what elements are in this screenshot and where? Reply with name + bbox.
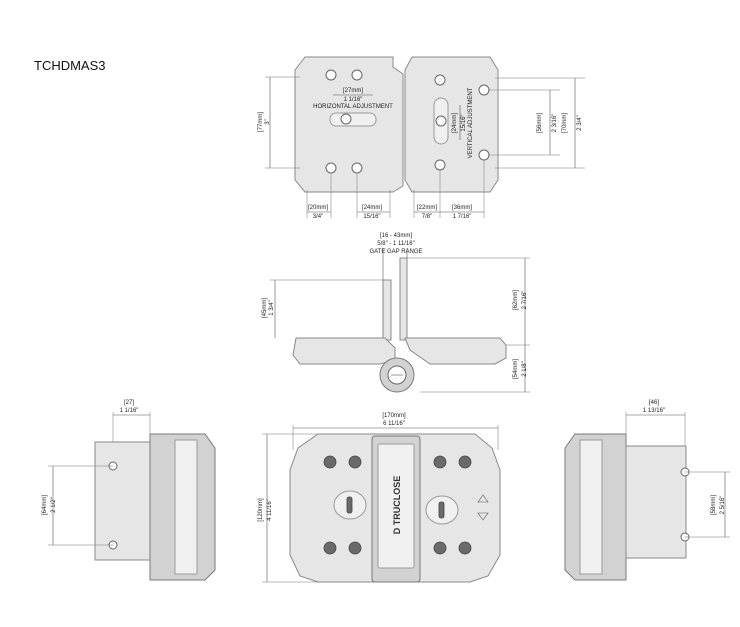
- vertical-adjustment-in: 15/16": [461, 114, 467, 131]
- brand-text: D TRUCLOSE: [392, 476, 402, 535]
- bottom-dim-4-mm: [36mm]: [452, 205, 472, 211]
- right-end-face: [579, 439, 603, 575]
- adjustment-screw-icon: [346, 496, 353, 514]
- front-width-mm: [170mm]: [382, 413, 406, 419]
- right-end-plate: [625, 445, 687, 559]
- horizontal-adjustment-mm: [27mm]: [343, 88, 363, 94]
- side-right-body: [404, 337, 507, 365]
- front-height-in: 4 11/16": [267, 499, 273, 521]
- side-left-body: [292, 337, 396, 365]
- bottom-dim-1-mm: [20mm]: [308, 205, 328, 211]
- side-left-height-in: 1 3/4": [269, 300, 275, 315]
- vertical-adjustment-label: VERTICAL ADJUSTMENT: [468, 87, 474, 158]
- mounting-hole: [434, 74, 446, 86]
- height-right-inner-in: 2 3/16": [552, 114, 558, 133]
- gate-gap-in: 5/8" - 1 11/16": [377, 241, 415, 247]
- mounting-hole: [323, 455, 337, 469]
- height-right-outer-mm: [70mm]: [562, 113, 568, 133]
- top-right-plate: [404, 56, 499, 193]
- arrows-icon: [477, 494, 489, 521]
- right-end-top-in: 1 13/16": [643, 408, 665, 414]
- adjustment-screw-icon: [435, 115, 447, 127]
- horizontal-adjustment-in: 1 1/16": [344, 97, 363, 103]
- side-right-upper-in: 2 7/16": [522, 291, 528, 310]
- adjustment-screw-icon: [340, 113, 352, 125]
- mounting-hole: [348, 455, 362, 469]
- side-right-upper-mm: [62mm]: [513, 290, 519, 310]
- horizontal-adjustment-label: HORIZONTAL ADJUSTMENT: [313, 104, 393, 110]
- front-height-mm: [120mm]: [258, 498, 264, 522]
- right-end-height-mm: [58mm]: [711, 495, 717, 515]
- height-left-mm: [77mm]: [258, 112, 264, 132]
- left-end-view: [27] 1 1/16" [64mm] 2 1/2": [42, 400, 216, 581]
- height-right-inner-mm: [56mm]: [537, 113, 543, 133]
- product-code-title: TCHDMAS3: [34, 58, 106, 73]
- left-end-top-mm: [27]: [124, 400, 134, 406]
- side-right-lower-mm: [54mm]: [513, 359, 519, 379]
- post-side-plate: [399, 257, 408, 341]
- mounting-hole: [348, 541, 362, 555]
- mounting-hole: [325, 162, 337, 174]
- mounting-hole: [458, 541, 472, 555]
- gate-gap-mm: [16 - 43mm]: [380, 233, 412, 239]
- mounting-hole: [478, 84, 490, 96]
- left-end-height-in: 2 1/2": [51, 497, 57, 512]
- front-width-in: 6 11/16": [383, 421, 405, 427]
- adjustment-screw-icon: [438, 501, 445, 519]
- right-end-height-in: 2 5/16": [720, 496, 726, 515]
- gate-side-plate: [382, 279, 392, 341]
- bottom-dim-2-mm: [24mm]: [362, 205, 382, 211]
- front-view: [170mm] 6 11/16" D TRUCLOSE [120mm] 4 11…: [258, 413, 501, 583]
- mounting-hole: [323, 541, 337, 555]
- bottom-dim-1-in: 3/4": [313, 214, 323, 220]
- right-end-top-mm: [46]: [649, 400, 659, 406]
- left-end-plate: [94, 441, 151, 561]
- gate-gap-label: GATE GAP RANGE: [369, 249, 422, 255]
- mounting-hole: [433, 541, 447, 555]
- height-left-in: 3": [265, 119, 271, 124]
- left-end-top-in: 1 1/16": [120, 408, 139, 414]
- mounting-hole: [458, 455, 472, 469]
- side-left-height-mm: [45mm]: [262, 298, 268, 318]
- mounting-hole: [478, 149, 490, 161]
- mounting-hole: [434, 159, 446, 171]
- horizontal-adjustment-slot: [329, 112, 377, 127]
- bottom-dim-3-in: 7/8": [422, 214, 432, 220]
- top-view: [27mm] 1 1/16" HORIZONTAL ADJUSTMENT [24…: [258, 56, 585, 220]
- front-center-label-plate: [377, 443, 415, 569]
- bottom-dim-2-in: 15/16": [363, 214, 380, 220]
- mounting-hole: [351, 69, 363, 81]
- mounting-hole: [325, 69, 337, 81]
- side-view: [16 - 43mm] 5/8" - 1 11/16" GATE GAP RAN…: [262, 233, 530, 393]
- bottom-dim-4-in: 1 7/16": [453, 214, 472, 220]
- side-right-lower-in: 2 1/8": [522, 361, 528, 376]
- height-right-outer-in: 2 3/4": [577, 115, 583, 130]
- left-end-face: [174, 439, 198, 575]
- vertical-adjustment-mm: [24mm]: [452, 113, 458, 133]
- bottom-dim-3-mm: [22mm]: [417, 205, 437, 211]
- right-end-view: [46] 1 13/16" [58mm] 2 5/16": [564, 400, 730, 581]
- mounting-hole: [351, 162, 363, 174]
- mounting-hole: [433, 455, 447, 469]
- left-end-height-mm: [64mm]: [42, 495, 48, 515]
